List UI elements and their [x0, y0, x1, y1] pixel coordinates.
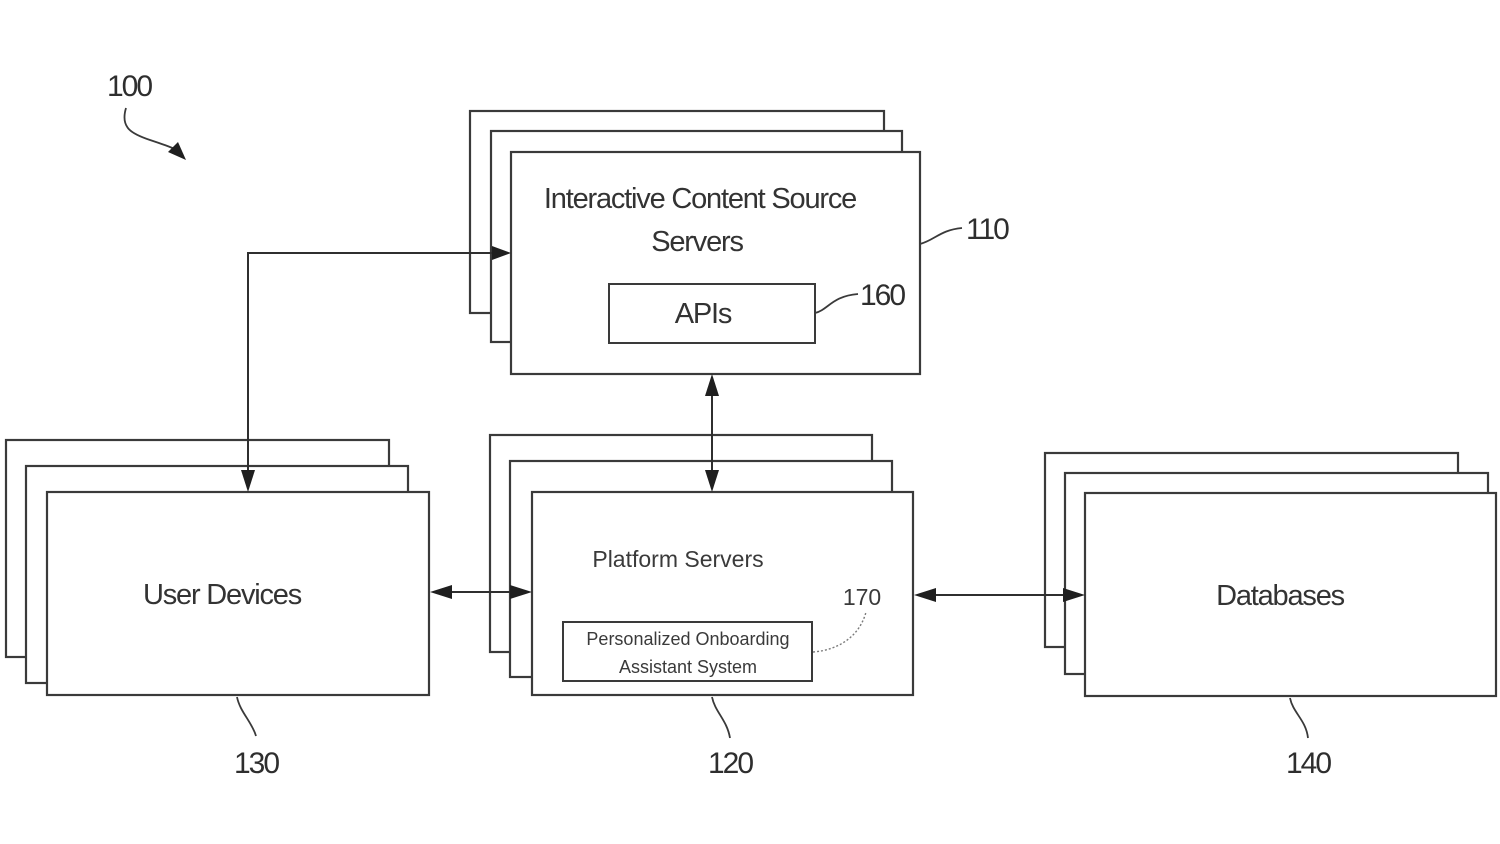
ref-170-label: 170 — [843, 584, 881, 610]
databases[interactable]: Databases — [1043, 451, 1498, 698]
user-devices-label: User Devices — [143, 579, 302, 611]
apis-label: APIs — [675, 298, 732, 330]
apis-component[interactable]: APIs — [608, 283, 816, 344]
arrowhead-left-icon — [430, 585, 452, 599]
connection-platform-servers-databases — [914, 588, 1085, 602]
ref-120-label: 120 — [708, 747, 753, 780]
ref-170-leader-line — [812, 611, 867, 653]
connection-user-devices-ics-servers — [241, 246, 511, 492]
onboarding-label-line2: Assistant System — [619, 657, 757, 677]
onboarding-label-line1: Personalized Onboarding — [586, 629, 789, 649]
arrowhead-up-icon — [705, 374, 719, 396]
arrowhead-right-icon — [1063, 588, 1085, 602]
figure-reference: 100 — [107, 70, 186, 160]
figure-reference-arrow-line — [123, 107, 181, 153]
connection-user-devices-platform-servers — [430, 585, 532, 599]
ref-160-leader-line — [814, 293, 859, 314]
platform-servers[interactable]: Platform Servers Personalized Onboarding… — [488, 433, 915, 697]
arrowhead-left-icon — [914, 588, 936, 602]
database-stack-front — [1083, 491, 1498, 698]
interactive-content-source-servers[interactable]: Interactive Content Source Servers APIs — [468, 109, 922, 376]
figure-reference-arrowhead-icon — [168, 142, 186, 160]
ref-120-leader-line — [711, 696, 731, 739]
databases-label: Databases — [1216, 580, 1345, 612]
arrowhead-down-icon — [241, 470, 255, 492]
ref-110-leader-line — [919, 227, 963, 245]
ref-140-leader-line — [1289, 697, 1309, 739]
onboarding-box — [562, 621, 813, 682]
arrowhead-right-icon — [492, 246, 511, 260]
ics-servers-label-line1: Interactive Content Source — [544, 183, 856, 215]
personalized-onboarding-assistant-system[interactable]: Personalized Onboarding Assistant System — [562, 621, 813, 682]
arrowhead-right-icon — [510, 585, 532, 599]
server-stack-front — [509, 150, 922, 376]
ref-130-label: 130 — [234, 747, 279, 780]
ref-140-label: 140 — [1286, 747, 1331, 780]
user-devices[interactable]: User Devices — [4, 438, 431, 697]
ref-110-label: 110 — [966, 213, 1009, 246]
platform-servers-label: Platform Servers — [592, 546, 763, 572]
arrowhead-down-icon — [705, 470, 719, 492]
ref-160-label: 160 — [860, 279, 905, 312]
connection-line — [247, 252, 500, 478]
device-stack-front — [45, 490, 431, 697]
connection-ics-servers-platform-servers — [705, 374, 719, 492]
ics-servers-label-line2: Servers — [651, 226, 743, 258]
ref-130-leader-line — [236, 696, 257, 737]
apis-box — [608, 283, 816, 344]
figure-reference-number: 100 — [107, 70, 152, 103]
